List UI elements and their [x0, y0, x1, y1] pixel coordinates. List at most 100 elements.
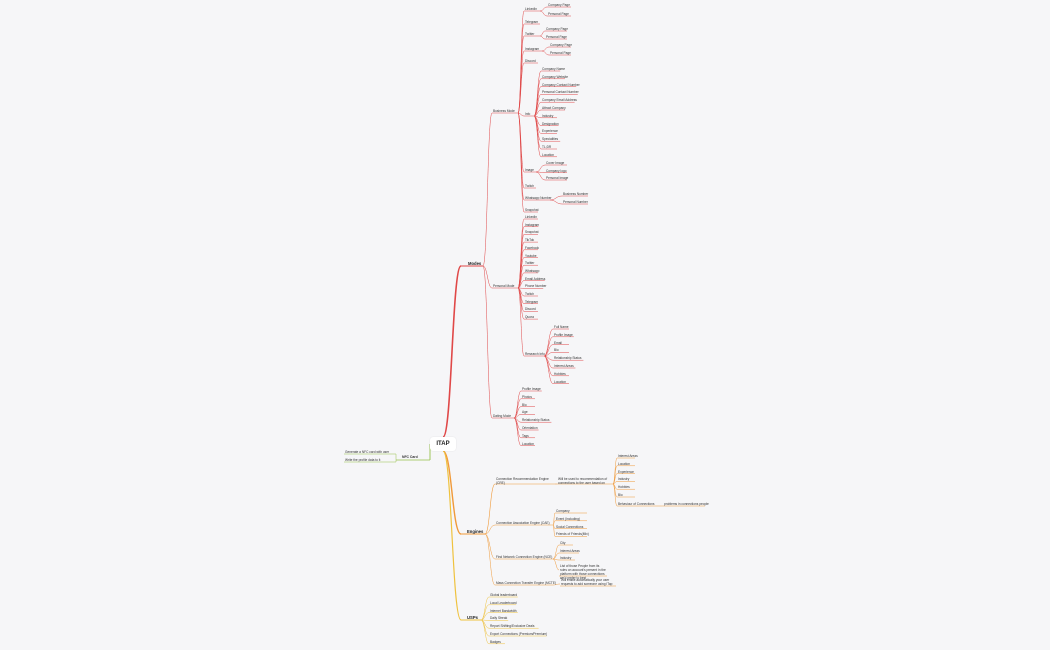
node-label[interactable]: Location	[522, 441, 535, 446]
node-label[interactable]: Bio	[554, 348, 559, 353]
node-label[interactable]: Find Network Connection Engine (NCE)	[496, 555, 553, 559]
node-label[interactable]: problems in connections people	[664, 502, 709, 506]
node-label[interactable]: Event (Including)	[556, 516, 580, 521]
usps-node[interactable]: USPs	[467, 615, 478, 620]
node-label[interactable]: Company Page	[550, 43, 572, 47]
node-label[interactable]: Industry	[560, 556, 572, 560]
node-label[interactable]: Profile Image	[554, 332, 573, 337]
node-label[interactable]: Youtube	[525, 253, 537, 258]
node-label[interactable]: Info	[525, 112, 531, 116]
node-label[interactable]: Badges	[490, 639, 501, 644]
node-label[interactable]: Designation	[542, 121, 559, 126]
node-label[interactable]: Snapchat	[525, 230, 539, 235]
node-label[interactable]: Attract Company	[542, 106, 566, 110]
node-label[interactable]: TL;DR	[542, 145, 552, 149]
node-label[interactable]: Whatsapp Number	[525, 196, 552, 200]
node-label[interactable]: Discord	[525, 307, 536, 312]
node-label[interactable]: Instagram	[525, 222, 540, 227]
node-label[interactable]: Full Name	[554, 325, 569, 329]
node-label[interactable]: Internet Bandwidth	[490, 608, 517, 613]
node-label[interactable]: Instagram	[525, 47, 540, 51]
engine-nce-note[interactable]: List of those People from its rules on a…	[560, 564, 606, 580]
node-label[interactable]: Industry	[542, 113, 554, 118]
node-label[interactable]: Company Email Address	[542, 98, 577, 103]
node-label[interactable]: Company	[556, 509, 570, 513]
node-label[interactable]: Company logo	[546, 168, 567, 173]
node-label[interactable]: Local Leaderboard	[490, 600, 517, 605]
node-label[interactable]: Email	[554, 340, 562, 345]
node-label[interactable]: City	[560, 541, 566, 545]
node-label[interactable]: Company Website	[542, 74, 568, 79]
node-label[interactable]: Facebook	[525, 245, 539, 250]
nfc-item[interactable]: Write the profile data to it	[345, 458, 381, 462]
node-label[interactable]: Twitch	[525, 184, 535, 188]
node-label[interactable]: Global leaderboard	[490, 593, 518, 597]
node-label[interactable]: Industry	[618, 477, 630, 482]
node-label[interactable]: Company Contact Number	[542, 82, 580, 87]
node-label[interactable]: Experience	[618, 469, 634, 474]
node-label[interactable]: Mass Connection Transfer Engine (MCTE)	[496, 581, 557, 585]
node-label[interactable]: Hobbies	[554, 371, 566, 376]
node-label[interactable]: Personal Number	[563, 200, 588, 204]
node-label[interactable]: Twitter	[525, 261, 535, 266]
node-label[interactable]: Bio	[618, 493, 623, 497]
node-label[interactable]: Email Address	[525, 276, 546, 281]
node-label[interactable]: Research Info	[525, 352, 545, 356]
node-label[interactable]: Phone Number	[525, 284, 547, 289]
node-label[interactable]: Bio	[522, 402, 527, 407]
node-label[interactable]: Personal Page	[548, 12, 569, 16]
node-label[interactable]: Company Page	[546, 27, 568, 31]
engine-mcte-desc[interactable]: Will entitle automatically your user req…	[561, 578, 613, 586]
node-label[interactable]: Image	[525, 168, 534, 172]
node-label[interactable]: Orientation	[522, 426, 538, 430]
node-label[interactable]: LinkedIn	[525, 215, 538, 219]
node-label[interactable]: Whatsapp	[525, 268, 540, 273]
node-label[interactable]: Friends of Friends(Mix)	[556, 532, 589, 537]
node-label[interactable]: Personal Image	[546, 176, 569, 180]
node-label[interactable]: TikTok	[525, 238, 535, 243]
node-label[interactable]: Specialities	[542, 137, 559, 142]
node-label[interactable]: Daily Streak	[490, 616, 508, 621]
node-label[interactable]: Personal Page	[550, 51, 571, 55]
node-label[interactable]: Photos	[522, 394, 532, 399]
node-label[interactable]: Interest Areas	[560, 549, 580, 553]
modes-node[interactable]: Modes	[468, 261, 482, 266]
nfc-card-node[interactable]: NFC Card	[402, 455, 418, 459]
node-label[interactable]: Telegram	[525, 299, 539, 304]
node-label[interactable]: Twitter	[525, 32, 535, 36]
node-label[interactable]: Location	[618, 461, 631, 466]
node-label[interactable]: Company Page	[548, 3, 570, 7]
engine-cre[interactable]: Connection Recommendation Engine (CRE)	[496, 477, 549, 485]
node-label[interactable]: LinkedIn	[525, 7, 538, 11]
node-label[interactable]: Cover Image	[546, 161, 565, 165]
node-label[interactable]: Age	[522, 410, 528, 415]
node-label[interactable]: Quora	[525, 315, 534, 320]
nfc-item[interactable]: Generate a NFC card with user	[345, 450, 390, 454]
node-label[interactable]: Interest Areas	[554, 364, 574, 368]
node-label[interactable]: Behaviour of Connections	[618, 502, 655, 506]
root-node[interactable]: ITAP	[430, 437, 456, 451]
node-label[interactable]: Connection Association Engine (CAE)	[496, 521, 550, 525]
node-label[interactable]: Twitch	[525, 292, 535, 296]
node-label[interactable]: Business Mode	[493, 109, 515, 113]
node-label[interactable]: Personal Page	[546, 35, 567, 39]
node-label[interactable]: Dating Mode	[493, 414, 512, 418]
node-label[interactable]: Company Name	[542, 67, 566, 71]
node-label[interactable]: Telegram	[525, 20, 539, 24]
node-label[interactable]: Personal Mode	[493, 284, 515, 288]
node-label[interactable]: Social Connections	[556, 524, 584, 529]
node-label[interactable]: Location	[554, 379, 567, 384]
engines-node[interactable]: Engines	[467, 529, 484, 534]
node-label[interactable]: Discord	[525, 59, 536, 63]
node-label[interactable]: Report Shifting/Exclusive Deals	[490, 624, 535, 629]
node-label[interactable]: Relationship Status	[554, 356, 582, 361]
node-label[interactable]: Business Number	[563, 192, 589, 196]
node-label[interactable]: Profile Image	[522, 387, 541, 391]
node-label[interactable]: Location	[542, 152, 555, 157]
node-label[interactable]: Personal Contact Number	[542, 90, 579, 95]
node-label[interactable]: Snapchat	[525, 208, 539, 212]
engine-cre-desc[interactable]: Will be used to recommendation of connec…	[558, 477, 608, 485]
node-label[interactable]: Relationship Status	[522, 418, 550, 423]
node-label[interactable]: Export Connections (Premium/Premium)	[490, 632, 548, 636]
node-label[interactable]: Interest Areas	[618, 454, 638, 458]
